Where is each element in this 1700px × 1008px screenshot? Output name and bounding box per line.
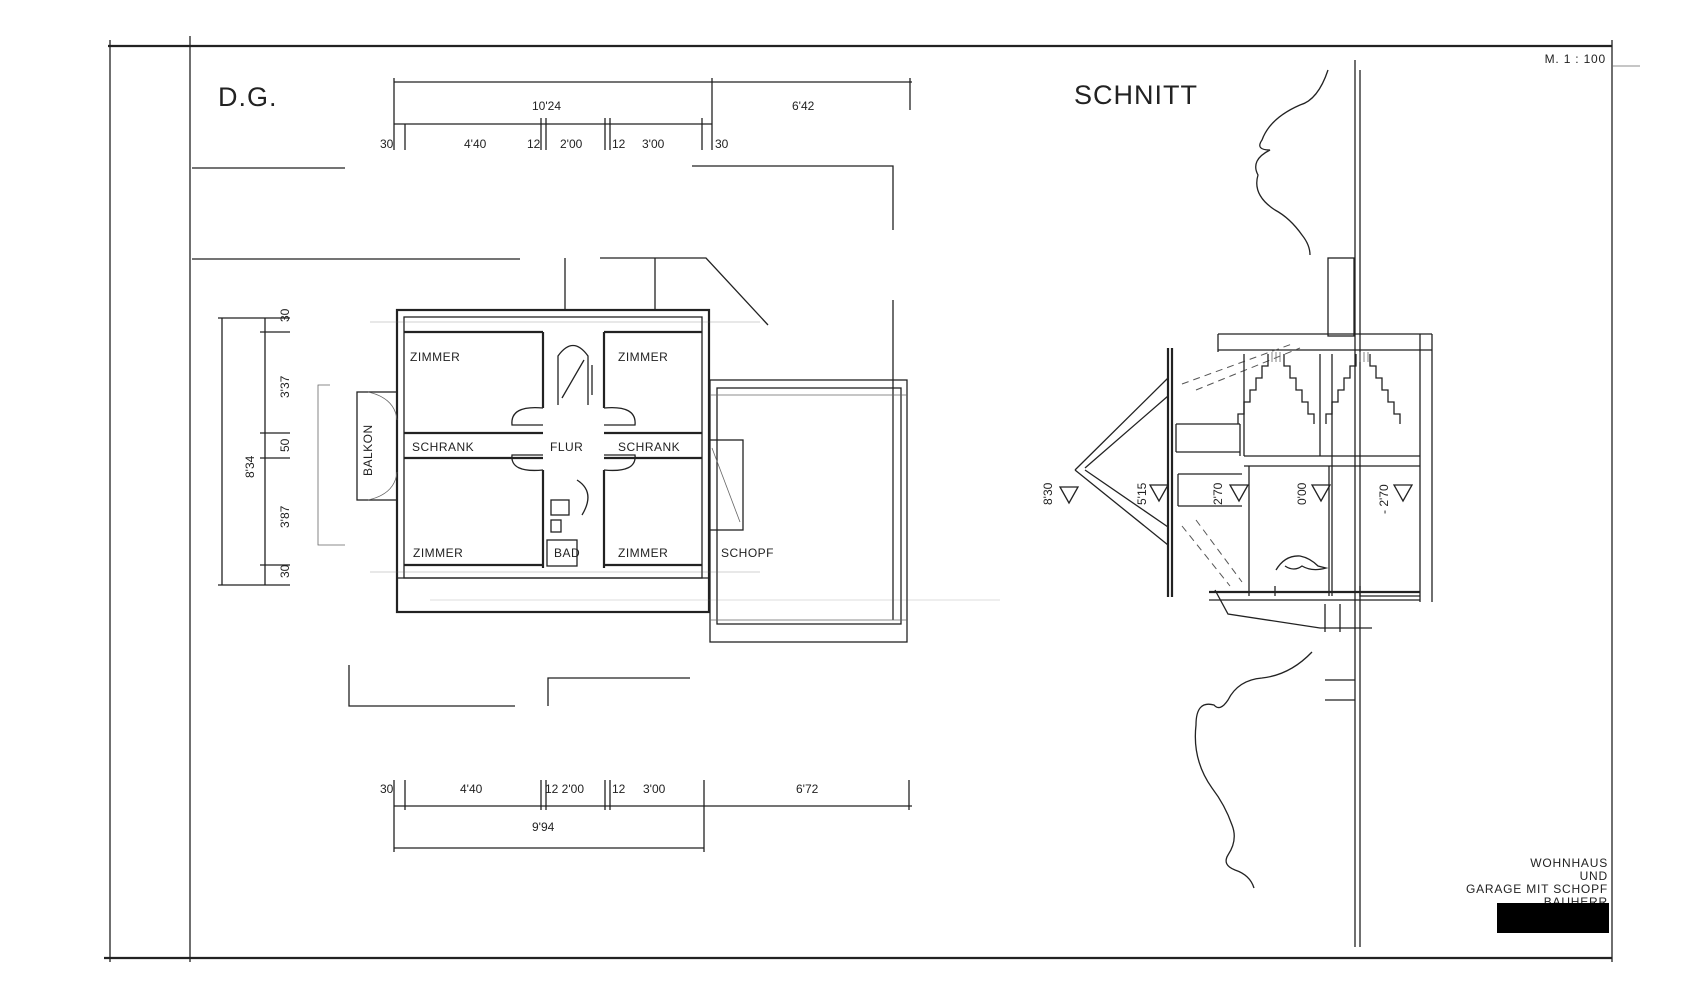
dim-top-s3: 12 [527,137,541,151]
dim-left-total: 8'34 [243,455,257,478]
room-zimmer-sw: ZIMMER [413,546,463,560]
dim-left-s1: 30 [278,308,292,322]
dimension-bottom [393,780,912,852]
dimension-top [393,78,912,150]
room-schrank-east: SCHRANK [618,440,680,454]
dim-top-total-b: 6'42 [792,99,815,113]
redaction-bar [1497,903,1609,933]
stair-and-doors [511,344,636,516]
schopf-outline [708,379,908,643]
dim-bottom-s1: 30 [380,782,394,796]
room-zimmer-nw: ZIMMER [410,350,460,364]
dim-bottom-s4: 12 [612,782,626,796]
level-minus-2-70: - 2'70 [1377,484,1391,514]
roof-outline [1074,333,1433,701]
dim-top-total-a: 10'24 [532,99,561,113]
balkon-outline [356,391,398,501]
room-flur: FLUR [550,440,583,454]
dim-top-s4: 2'00 [560,137,583,151]
dim-left-s3: 50 [278,438,292,452]
dim-bottom-s6: 6'72 [796,782,819,796]
title-block-line3: GARAGE MIT SCHOPF [1466,882,1608,896]
car-sketch [1275,555,1329,571]
level-2-70: 2'70 [1211,482,1225,505]
dim-top-s6: 3'00 [642,137,665,151]
level-0-00: 0'00 [1295,482,1309,505]
dim-left-s5: 30 [278,564,292,578]
title-block-line1: WOHNHAUS [1530,856,1608,870]
dim-left-s4: 3'87 [278,505,292,528]
dim-bottom-s3: 12 2'00 [545,782,584,796]
sheet-frame [104,36,1640,962]
dim-top-s2: 4'40 [464,137,487,151]
room-balkon: BALKON [361,424,375,476]
section-floors [1175,352,1420,601]
scale-label: M. 1 : 100 [1545,52,1606,66]
dim-bottom-s2: 4'40 [460,782,483,796]
dim-top-s1: 30 [380,137,394,151]
level-8-30: 8'30 [1041,482,1055,505]
level-5-15: 5'15 [1135,482,1149,505]
level-markers [1058,484,1414,505]
dim-bottom-total: 9'94 [532,820,555,834]
dimension-left [218,317,290,586]
dim-bottom-s5: 3'00 [643,782,666,796]
dim-top-s7: 30 [715,137,729,151]
title-block-line2: UND [1580,869,1608,883]
room-schrank-west: SCHRANK [412,440,474,454]
section-title: SCHNITT [1074,80,1198,110]
terrain-lines [1194,60,1361,947]
chimney [1327,257,1355,337]
dim-left-s2: 3'37 [278,375,292,398]
site-outline [192,165,894,707]
dim-top-s5: 12 [612,137,626,151]
plan-title: D.G. [218,82,278,112]
room-schopf: SCHOPF [721,546,774,560]
room-zimmer-ne: ZIMMER [618,350,668,364]
construction-lines [370,321,1000,601]
room-zimmer-se: ZIMMER [618,546,668,560]
room-bad: BAD [554,546,580,560]
